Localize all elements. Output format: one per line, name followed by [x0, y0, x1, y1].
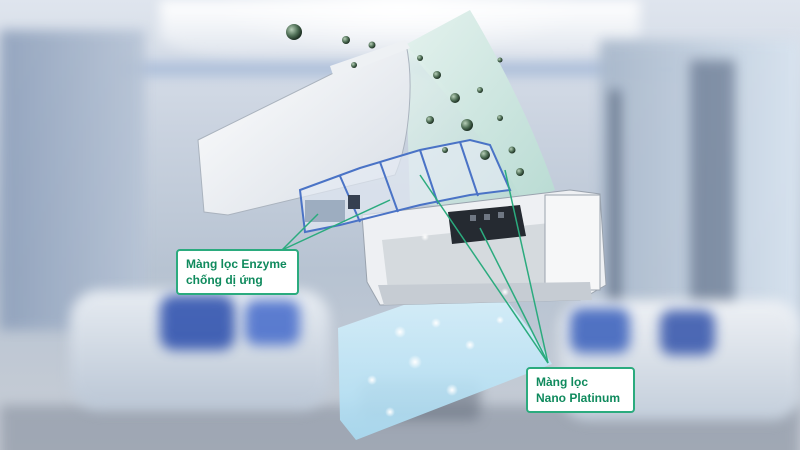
blue-pillow [570, 308, 630, 353]
dust-particle-icon [417, 55, 423, 61]
dust-particle-icon [342, 36, 350, 44]
blue-pillow [160, 295, 235, 350]
left-window [0, 30, 145, 330]
leader-line [281, 213, 319, 251]
sparkles [367, 233, 509, 417]
dust-particle-icon [516, 168, 524, 176]
blue-pillow [245, 300, 300, 345]
dust-particle-icon [442, 147, 448, 153]
sparkle-icon [408, 355, 422, 369]
dust-particle-icon [497, 57, 503, 63]
sparkle-icon [421, 233, 429, 241]
sparkle-icon [385, 407, 395, 417]
unit-side-panel [544, 194, 601, 291]
sparkle-icon [501, 288, 509, 296]
sparkle-icon [431, 318, 441, 328]
dust-particle-icon [351, 62, 357, 68]
dust-particle-icon [497, 115, 503, 121]
dust-particle-icon [508, 146, 516, 154]
leader-line [419, 174, 549, 364]
dust-particle-icon [433, 71, 441, 79]
nano-platinum-callout-line2: Nano Platinum [536, 391, 621, 406]
dust-particle-icon [461, 119, 473, 131]
enzyme-filter-cartridge [305, 200, 345, 222]
nano-platinum-callout: Màng lọc Nano Platinum [526, 367, 635, 414]
dust-particle-icon [480, 150, 490, 160]
sparkle-icon [446, 384, 458, 396]
leader-line [479, 227, 549, 364]
sparkle-icon [465, 340, 475, 350]
enzyme-filter-callout-line1: Màng lọc Enzyme [186, 257, 287, 271]
sparkle-icon [496, 316, 504, 324]
control-chip [470, 215, 476, 221]
dust-particle-icon [286, 24, 302, 40]
cool-airflow [338, 298, 552, 440]
air-outlet-louver [378, 282, 592, 305]
dust-particle-icon [426, 116, 434, 124]
window-frame [610, 90, 620, 320]
particle-panel [405, 10, 555, 205]
filter-clip [348, 195, 360, 209]
sparkle-icon [367, 375, 377, 385]
control-chip [484, 214, 490, 220]
dust-particle-icon [450, 93, 460, 103]
filter-rib [379, 161, 399, 213]
filter-rib [419, 149, 439, 205]
front-cover-top-edge [330, 40, 410, 78]
enzyme-filter-callout: Màng lọc Enzyme chống dị ứng [176, 249, 299, 296]
leader-line [504, 169, 549, 364]
dust-particle-icon [477, 87, 483, 93]
leader-line [281, 199, 391, 251]
sparkle-icon [394, 326, 406, 338]
dust-particle-icon [368, 41, 376, 49]
enzyme-filter-callout-line2: chống dị ứng [186, 273, 263, 288]
right-curtain [690, 60, 735, 320]
dust-particles [286, 24, 524, 176]
control-board [448, 205, 526, 244]
blue-pillow [660, 310, 715, 355]
control-chip [498, 212, 504, 218]
filter-rib [459, 141, 479, 197]
nano-platinum-callout-line1: Màng lọc [536, 375, 589, 389]
